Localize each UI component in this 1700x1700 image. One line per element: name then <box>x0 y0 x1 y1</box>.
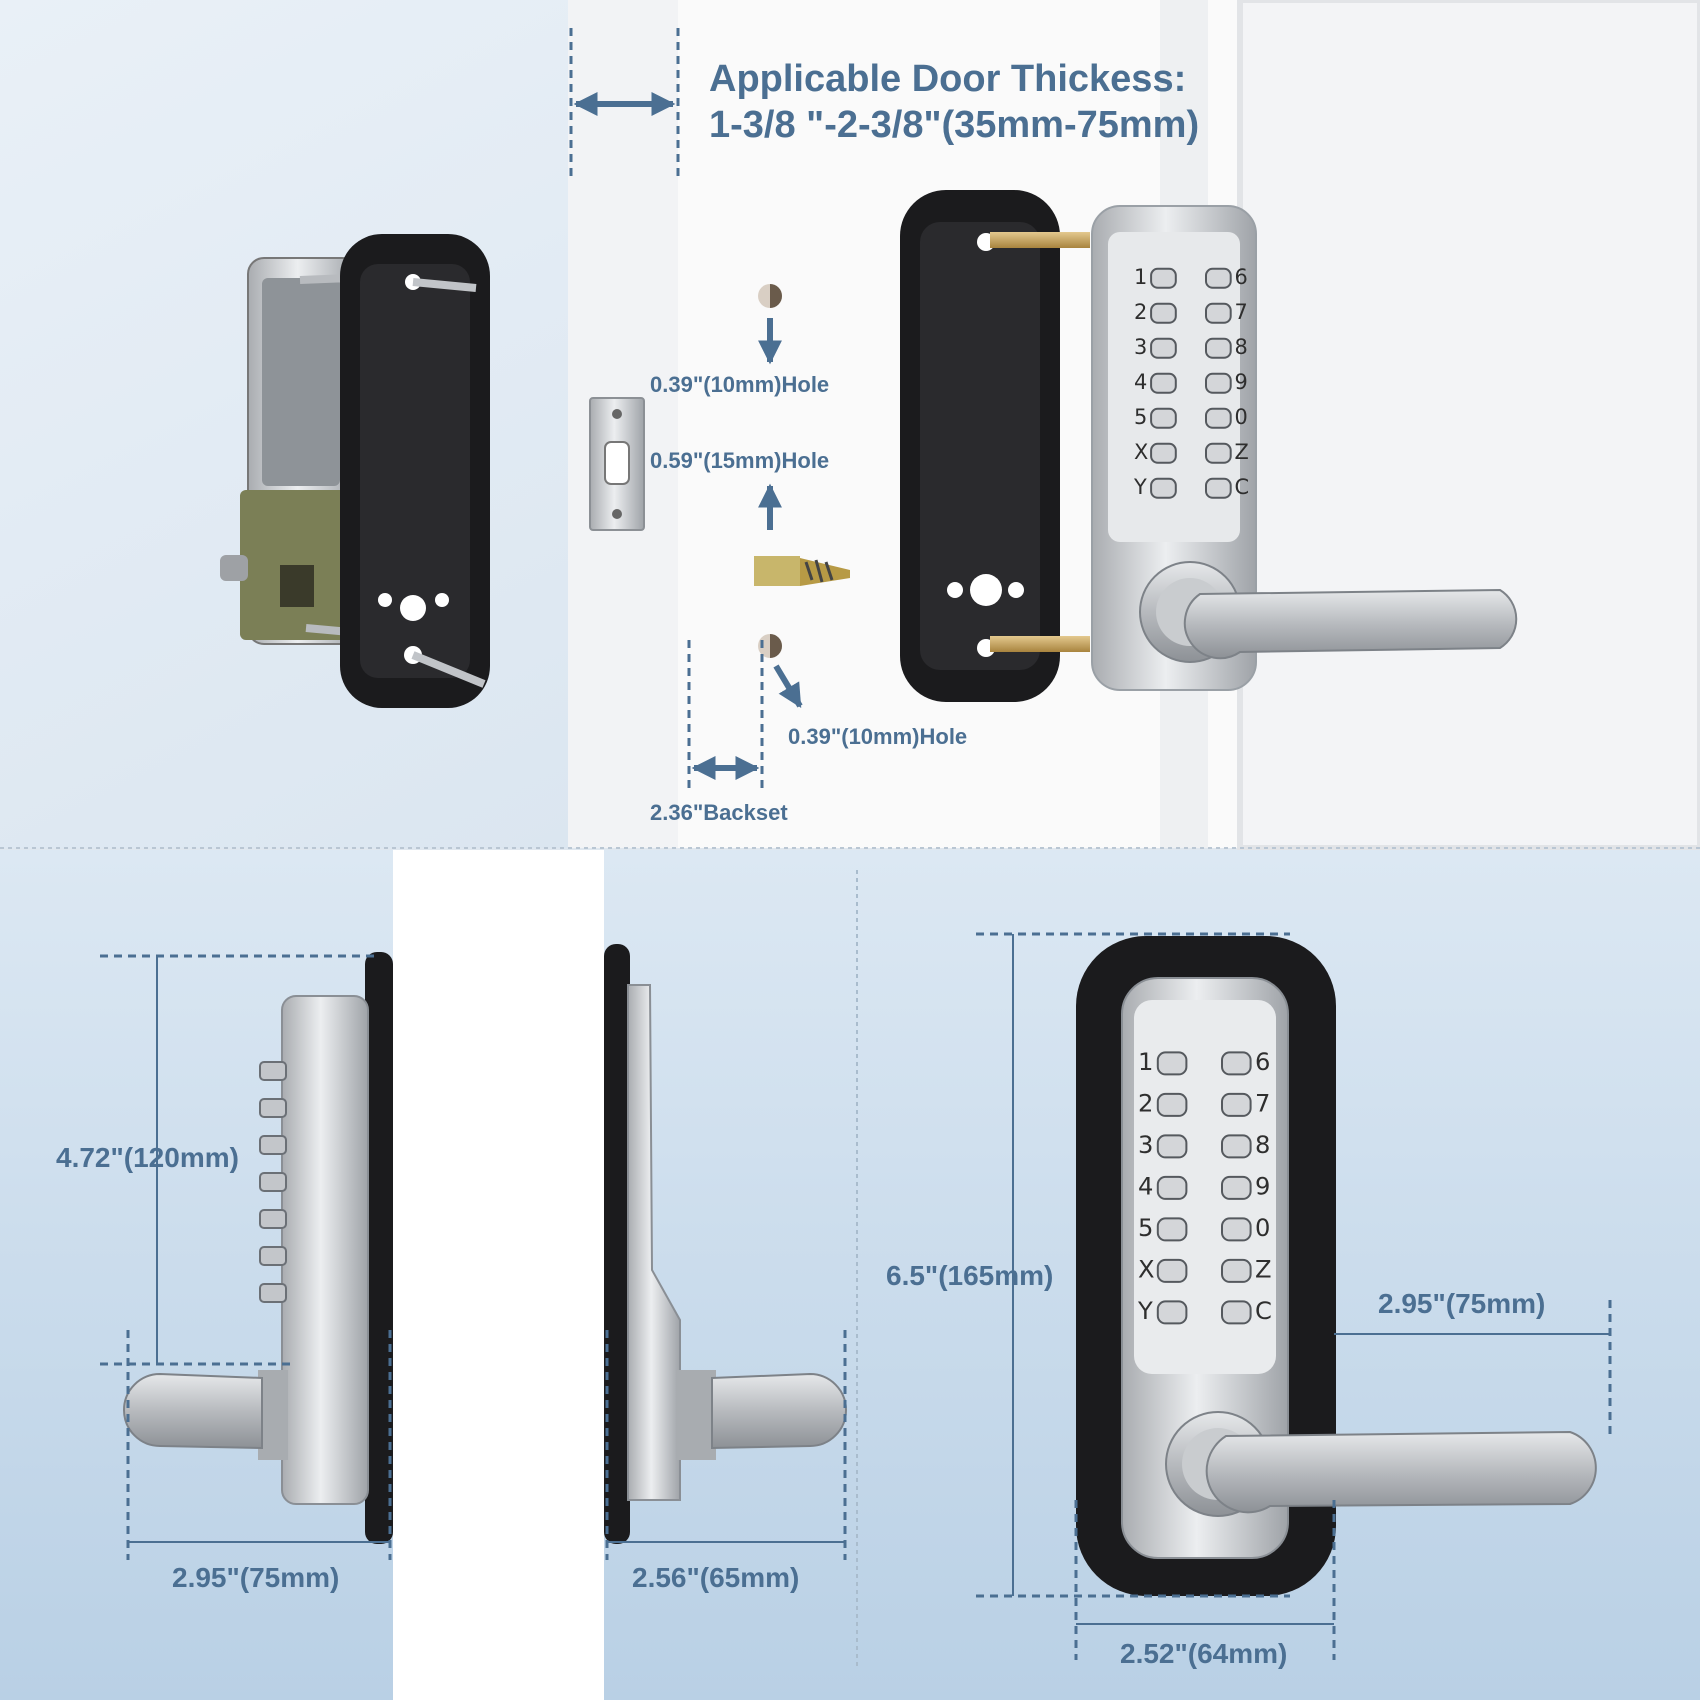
keypad-key-label: 1 <box>1138 1048 1153 1076</box>
keypad-key-label: 5 <box>1138 1214 1153 1242</box>
inner-gasket <box>340 234 490 708</box>
keypad-button <box>1156 1092 1188 1117</box>
side-keypad-button <box>259 1172 287 1192</box>
lever-length-label: 2.95"(75mm) <box>1378 1288 1546 1319</box>
front-height-label: 6.5"(165mm) <box>886 1260 1054 1291</box>
keypad-key-label: 9 <box>1235 370 1248 394</box>
keypad-button <box>1156 1300 1188 1325</box>
keypad-button <box>1221 1300 1252 1325</box>
keypad-key-label: X <box>1138 1256 1155 1284</box>
side-keypad-button <box>259 1283 287 1303</box>
keypad-button <box>1205 337 1232 359</box>
outer-gasket-exploded <box>900 190 1090 702</box>
keypad-key-label: Z <box>1235 440 1249 464</box>
side-view-outer-lock <box>123 952 393 1544</box>
side-height-dimension <box>100 954 380 1366</box>
backset-dimension <box>687 640 764 790</box>
keypad-key-label: 4 <box>1134 370 1147 394</box>
keypad-key-label: Y <box>1133 475 1147 499</box>
latch-bolt <box>754 556 850 586</box>
keypad-button <box>1205 302 1232 324</box>
keypad-key-label: C <box>1255 1297 1272 1325</box>
keypad-key-label: 2 <box>1138 1090 1153 1118</box>
keypad-key-label: 0 <box>1235 405 1248 429</box>
outer-keypad-exploded: 1 6 2 7 3 8 4 9 5 0X Z Y C <box>1091 205 1257 691</box>
keypad-button <box>1205 477 1232 499</box>
keypad-button <box>1205 267 1232 289</box>
keypad-key-label: Y <box>1137 1297 1153 1325</box>
keypad-key-label: C <box>1235 475 1250 499</box>
door-panel-recess <box>1237 0 1700 851</box>
keypad-button <box>1221 1175 1252 1200</box>
keypad-key-label: 3 <box>1138 1131 1153 1159</box>
top-hole-label: 0.39"(10mm)Hole <box>650 372 830 397</box>
side-keypad-button <box>259 1061 287 1081</box>
keypad-button <box>1150 477 1177 499</box>
keypad-button <box>1150 407 1177 429</box>
keypad-button <box>1221 1217 1252 1242</box>
keypad-button <box>1156 1175 1188 1200</box>
keypad-button <box>1221 1051 1252 1076</box>
keypad-button <box>1221 1092 1252 1117</box>
keypad-key-label: 3 <box>1134 335 1147 359</box>
hole-markers <box>758 284 803 709</box>
keypad-button <box>1156 1134 1188 1159</box>
door-thickness-dimension <box>569 28 680 180</box>
keypad-key-label: 0 <box>1255 1214 1270 1242</box>
side-height-label: 4.72"(120mm) <box>56 1142 239 1173</box>
keypad-key-label: X <box>1134 440 1148 464</box>
keypad-key-label: Z <box>1255 1256 1272 1284</box>
front-dimensions <box>976 932 1612 1660</box>
side-depth-dimensions <box>126 1330 847 1560</box>
door-cross-section <box>393 850 604 1700</box>
bottom-hole-label: 0.39"(10mm)Hole <box>788 724 968 749</box>
keypad-key-label: 7 <box>1255 1090 1270 1118</box>
keypad-key-label: 6 <box>1255 1048 1270 1076</box>
keypad-button <box>1205 407 1232 429</box>
keypad-button <box>1156 1258 1188 1283</box>
side-keypad-button <box>259 1209 287 1229</box>
keypad-button <box>1221 1258 1252 1283</box>
keypad-button <box>1221 1134 1252 1159</box>
keypad-button <box>1156 1051 1188 1076</box>
keypad-button <box>1150 267 1177 289</box>
keypad-key-label: 2 <box>1134 300 1147 324</box>
outer-lever-exploded <box>1139 561 1518 663</box>
keypad-key-label: 1 <box>1134 265 1147 289</box>
keypad-button <box>1156 1217 1188 1242</box>
strike-plate <box>589 397 645 531</box>
front-view-lock: 1 6 2 7 3 8 4 9 5 0X Z Y C <box>1076 936 1597 1596</box>
keypad-key-label: 8 <box>1255 1131 1270 1159</box>
side-view-inner-lock <box>604 944 847 1544</box>
keypad-key-label: 9 <box>1255 1173 1270 1201</box>
keypad-button <box>1150 337 1177 359</box>
keypad-key-label: 4 <box>1138 1173 1153 1201</box>
keypad-button <box>1205 442 1232 464</box>
keypad-button <box>1150 442 1177 464</box>
side-keypad-button <box>259 1246 287 1266</box>
door-thickness-title: Applicable Door Thickess: <box>709 58 1187 100</box>
keypad-key-label: 8 <box>1235 335 1248 359</box>
side-depth-inner-label: 2.56"(65mm) <box>632 1562 800 1593</box>
middle-hole-label: 0.59"(15mm)Hole <box>650 448 830 473</box>
side-keypad-button <box>259 1098 287 1118</box>
keypad-key-label: 6 <box>1235 265 1248 289</box>
side-depth-outer-label: 2.95"(75mm) <box>172 1562 340 1593</box>
keypad-key-label: 5 <box>1134 405 1147 429</box>
keypad-key-label: 7 <box>1235 300 1248 324</box>
door-thickness-range: 1-3/8 "-2-3/8"(35mm-75mm) <box>709 104 1200 146</box>
keypad-button <box>1205 372 1232 394</box>
keypad-button <box>1150 372 1177 394</box>
side-keypad-button <box>259 1135 287 1155</box>
backset-label: 2.36"Backset <box>650 800 788 825</box>
front-width-label: 2.52"(64mm) <box>1120 1638 1288 1669</box>
keypad-button <box>1150 302 1177 324</box>
